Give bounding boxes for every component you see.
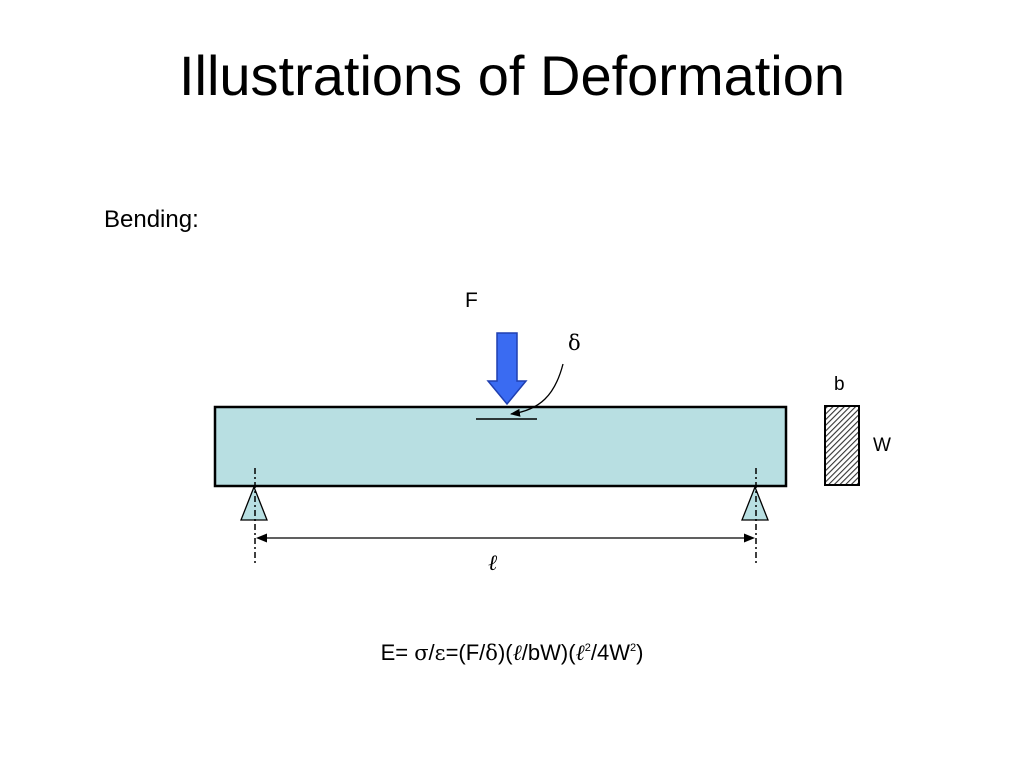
formula-slash: / [428, 640, 435, 665]
formula-delta: δ [485, 641, 498, 665]
deflection-label: δ [568, 331, 581, 355]
slide-title: Illustrations of Deformation [178, 44, 846, 107]
formula-exponent-1: 2 [584, 642, 591, 654]
formula-paren: )( [497, 640, 513, 665]
formula-exponent-2: 2 [629, 642, 637, 654]
left-support [240, 485, 268, 521]
formula-bw-part: /bW)( [521, 640, 576, 665]
deflection-leader-arrow [510, 363, 564, 417]
beam-cross-section [824, 405, 860, 486]
formula-lhs: E= [380, 640, 415, 665]
force-label: F [465, 289, 478, 312]
section-width-label: b [834, 374, 845, 395]
modulus-formula: E= σ/ε=(F/δ)(ℓ/bW)(ℓ2/4W2) [0, 640, 1024, 666]
section-height-label: W [873, 435, 891, 456]
right-support [741, 485, 769, 521]
formula-4w-part: /4W [590, 640, 630, 665]
formula-force-part: =(F/ [445, 640, 486, 665]
beam [213, 405, 788, 488]
formula-ell-2: ℓ [575, 641, 585, 666]
formula-ell-1: ℓ [512, 641, 522, 666]
section-label-bending: Bending: [104, 206, 199, 233]
formula-sigma: σ [414, 641, 429, 665]
span-length-label: ℓ [488, 551, 498, 576]
span-arrow-left [256, 533, 267, 543]
formula-close: ) [636, 640, 644, 665]
formula-epsilon: ε [434, 641, 446, 665]
force-arrow [486, 332, 528, 406]
span-arrow-right [744, 533, 755, 543]
